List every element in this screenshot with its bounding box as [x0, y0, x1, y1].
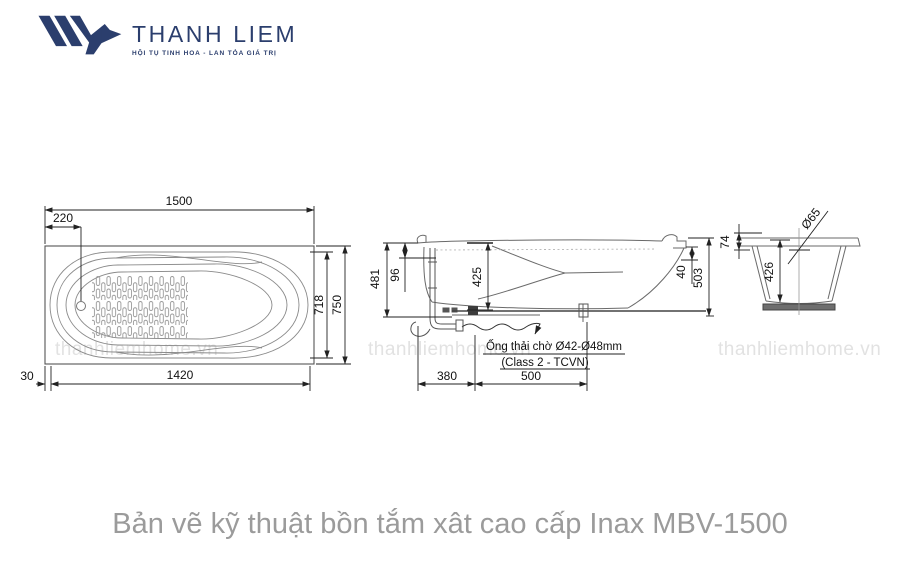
antislip-pattern — [92, 276, 188, 338]
foot-block — [468, 306, 478, 315]
support-rails — [452, 303, 706, 322]
watermark-center: thanhliemhome.vn — [368, 339, 531, 360]
logo-text: THANH LIEM HỘI TỤ TINH HOA - LAN TỎA GIÁ… — [132, 22, 297, 57]
dim-pipe-span: 500 — [521, 369, 541, 383]
top-view: 1500 220 718 750 1420 30 — [20, 194, 351, 391]
drain-note-line1: Ống thải chờ Ø42-Ø48mm — [486, 339, 622, 353]
logo-name: THANH LIEM — [132, 21, 298, 47]
drain-note-line2: (Class 2 - TCVN) — [501, 357, 588, 369]
dim-edge-gap: 30 — [20, 369, 34, 383]
end-view: 74 426 Ø65 — [718, 205, 861, 315]
dim-rim-thickness: 40 — [674, 265, 688, 279]
side-view-dimensions — [383, 237, 714, 391]
dim-inner-depth: 425 — [470, 267, 484, 287]
dim-base-length: 1420 — [167, 368, 194, 382]
note-leader — [461, 322, 542, 335]
tub-profile — [416, 234, 687, 310]
tub-deck-outline — [44, 245, 315, 365]
dim-drain-diameter: Ø65 — [798, 205, 823, 232]
foot-block — [578, 303, 589, 318]
dim-drain-offset-x: 380 — [437, 369, 457, 383]
watermark-right: thanhliemhome.vn — [718, 339, 881, 360]
dim-rim-to-water: 96 — [388, 268, 402, 282]
waterline — [435, 248, 657, 251]
end-view-dimensions — [734, 210, 829, 303]
logo-tagline: HỘI TỤ TINH HOA - LAN TỎA GIÁ TRỊ — [132, 50, 277, 58]
dim-right-height: 503 — [691, 268, 705, 288]
watermarks: thanhliemhome.vn thanhliemhome.vn thanhl… — [55, 339, 881, 360]
overflow-drain-piping — [410, 248, 464, 337]
dim-depth: 426 — [762, 262, 776, 282]
tub-rim-contours — [49, 251, 309, 359]
watermark-left: thanhliemhome.vn — [55, 339, 218, 360]
dim-overall-length: 1500 — [166, 194, 193, 208]
thanh-liem-logo-icon — [38, 15, 122, 55]
dim-rim-height: 74 — [718, 235, 732, 249]
side-view: 481 96 425 40 503 380 500 Ống thải chờ Ø… — [368, 234, 714, 391]
drain-hole — [76, 301, 86, 311]
dim-drain-offset: 220 — [53, 211, 73, 225]
top-view-dimensions — [36, 206, 351, 391]
dim-overall-height: 481 — [368, 269, 382, 289]
caption: Bản vẽ kỹ thuật bồn tắm xât cao cấp Inax… — [112, 508, 788, 540]
dim-inner-width: 718 — [312, 295, 326, 315]
dim-overall-width: 750 — [330, 295, 344, 315]
brand-logo: THANH LIEM HỘI TỤ TINH HOA - LAN TỎA GIÁ… — [33, 12, 297, 60]
